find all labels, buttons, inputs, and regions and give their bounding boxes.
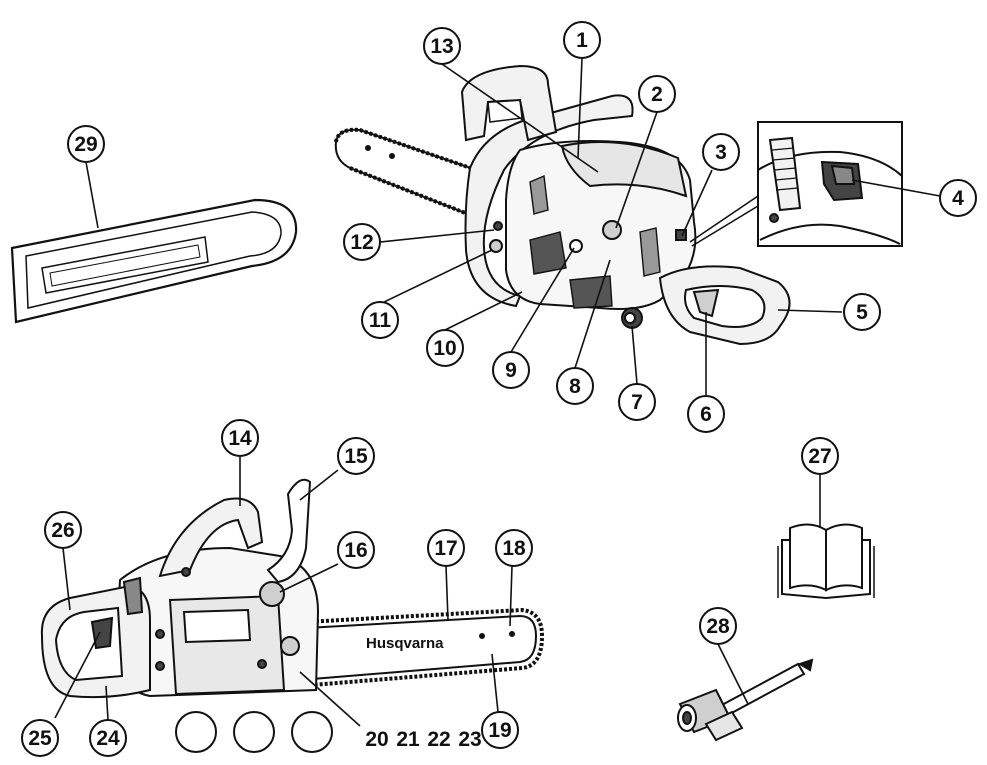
callout-label: 9 — [505, 359, 517, 382]
callout-label: 12 — [350, 231, 373, 254]
callout-2 — [638, 75, 676, 113]
bar-cover-drawing — [10, 198, 298, 324]
callout-label: 18 — [502, 537, 526, 560]
callout-11 — [361, 301, 399, 339]
callout-5 — [843, 293, 881, 331]
callout-13 — [423, 27, 461, 65]
callout-29 — [67, 125, 105, 163]
callout-label: 17 — [434, 537, 457, 560]
callout-label: 8 — [569, 375, 581, 398]
callout-19 — [481, 711, 519, 749]
callout-label: 2 — [651, 83, 663, 106]
callout-label: 4 — [952, 187, 964, 210]
manual-book-drawing — [777, 523, 875, 600]
callout-label: 11 — [369, 309, 392, 332]
callout-label: 23 — [458, 728, 481, 751]
callout-4 — [939, 179, 977, 217]
callout-9 — [492, 351, 530, 389]
callout-label: 22 — [427, 728, 450, 751]
callout-label: 27 — [808, 445, 831, 468]
callout-3 — [702, 133, 740, 171]
callout-label: 7 — [631, 391, 643, 414]
callout-label: 10 — [433, 337, 456, 360]
callout-label: 20 — [365, 728, 388, 751]
callout-18 — [495, 529, 533, 567]
callout-label: 29 — [74, 133, 97, 156]
callout-label: 13 — [430, 35, 453, 58]
callout-24 — [89, 719, 127, 757]
callout-12 — [343, 223, 381, 261]
callout-26 — [44, 511, 82, 549]
callout-label: 28 — [706, 615, 730, 638]
callout-label: 19 — [488, 719, 511, 742]
callout-25 — [21, 719, 59, 757]
callout-label: 3 — [715, 141, 727, 164]
callout-label: 24 — [96, 727, 120, 750]
callout-label: 1 — [576, 29, 588, 52]
callout-label: 16 — [344, 539, 367, 562]
inset-throttle-detail-drawing — [757, 121, 903, 247]
callout-28 — [699, 607, 737, 645]
callout-15 — [337, 437, 375, 475]
callouts — [21, 21, 977, 757]
callout-16 — [337, 531, 375, 569]
combination-spanner-drawing — [677, 658, 814, 742]
callout-17 — [427, 529, 465, 567]
callout-numbers: 1 2 3 4 5 6 7 8 9 10 11 12 13 14 15 16 1… — [28, 29, 964, 751]
callout-8 — [556, 367, 594, 405]
chainsaw-top-view-drawing — [334, 64, 791, 346]
leader-lines — [54, 57, 941, 727]
callout-label: 21 — [396, 728, 420, 751]
callout-label: 26 — [51, 519, 74, 542]
callout-label: 15 — [344, 445, 368, 468]
cylinder-vents — [529, 174, 661, 309]
bar-brand-text: Husqvarna — [366, 635, 444, 652]
callout-6 — [687, 395, 725, 433]
callout-27 — [801, 437, 839, 475]
callout-1 — [563, 21, 601, 59]
callout-14 — [221, 419, 259, 457]
callout-label: 14 — [228, 427, 252, 450]
callout-10 — [426, 329, 464, 367]
callout-7 — [618, 383, 656, 421]
callout-label: 25 — [28, 727, 52, 750]
callout-label: 5 — [856, 301, 868, 324]
callout-label: 6 — [700, 403, 712, 426]
chainsaw-side-view-drawing — [40, 478, 545, 753]
